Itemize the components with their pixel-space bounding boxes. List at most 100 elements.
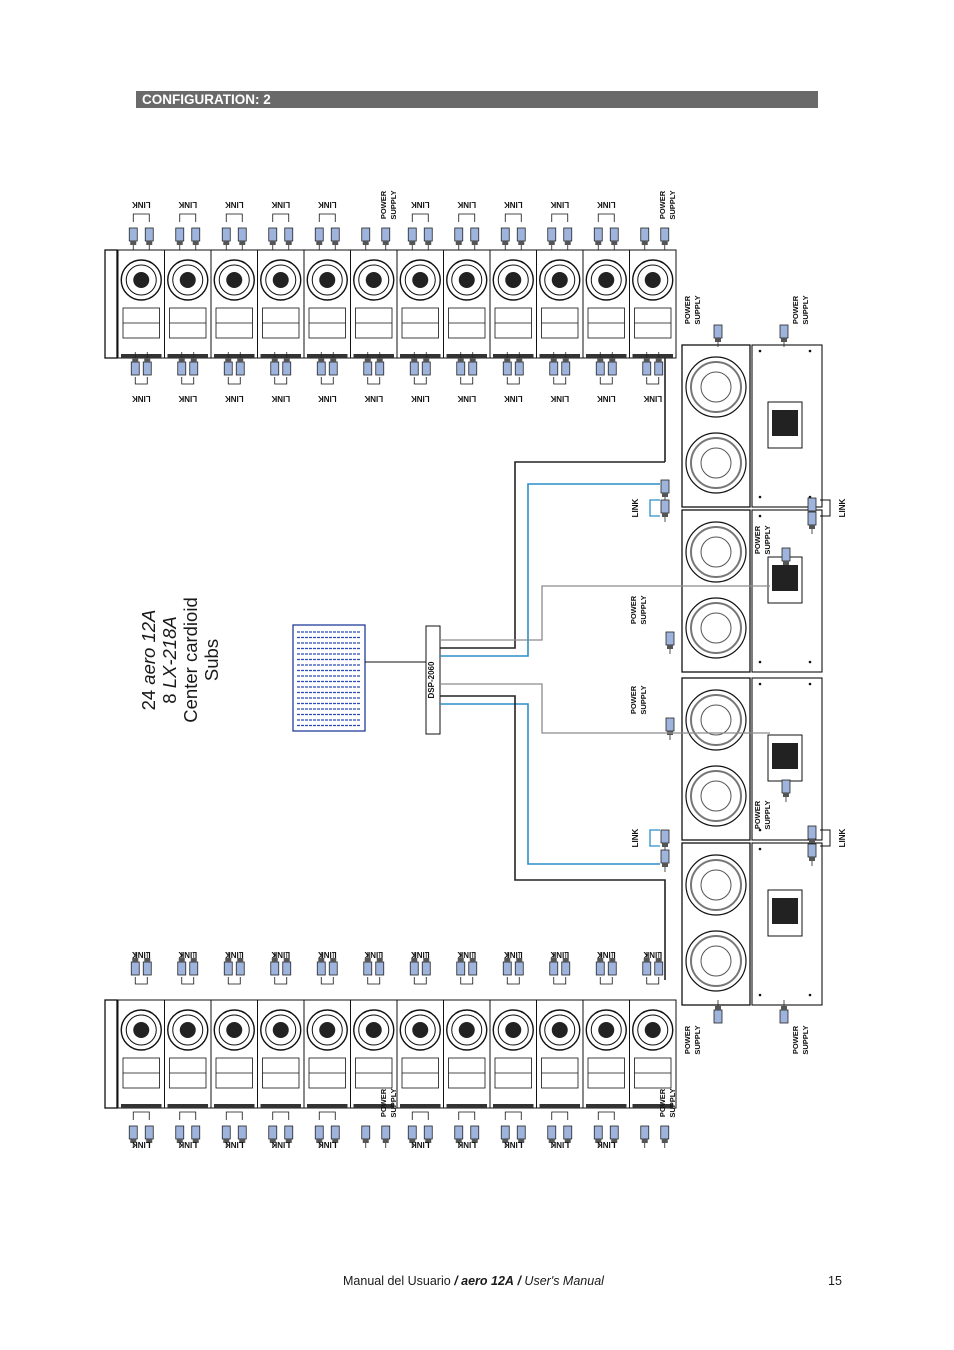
connector-body — [375, 961, 385, 976]
connector-tip — [809, 857, 815, 861]
xlr-connector — [607, 352, 617, 376]
link-jumper — [320, 377, 334, 385]
sub-link-jumper — [649, 499, 660, 517]
sub-handle-dot — [808, 349, 812, 353]
sub-woofer-surround — [690, 526, 742, 578]
connector-tip — [715, 338, 721, 342]
connector-body — [363, 961, 373, 976]
woofer-dustcap — [226, 1022, 243, 1038]
connector-body — [781, 779, 791, 794]
xlr-connector — [375, 352, 385, 376]
link-jumper — [551, 1111, 569, 1120]
connector-body — [409, 961, 419, 976]
link-jumper — [551, 213, 569, 222]
link-jumper — [227, 377, 241, 385]
sub-woofer-outer — [685, 521, 747, 583]
connector-tip — [364, 358, 371, 362]
connector-body — [454, 227, 464, 242]
connector-body — [268, 227, 278, 242]
caption-count-lx: 8 — [159, 693, 180, 704]
xlr-connector — [142, 352, 152, 376]
connector-body — [468, 361, 478, 376]
caption-subs: Subs — [201, 638, 222, 682]
power-label-line1: POWER — [683, 295, 692, 324]
connector-tip — [655, 958, 662, 962]
link-jumper — [272, 1111, 290, 1120]
connector-body — [423, 227, 433, 242]
sub-woofer-surround — [690, 859, 742, 911]
woofer-dustcap — [365, 1022, 382, 1038]
connector-tip — [223, 1139, 230, 1143]
aero12a-cabinet — [210, 999, 258, 1109]
connector-body — [642, 961, 652, 976]
connector-tip — [409, 1139, 416, 1143]
cabinet-foot — [167, 354, 208, 358]
aero12a-cabinet — [164, 999, 212, 1109]
woofer-dustcap — [179, 1022, 196, 1038]
woofer-cone — [497, 264, 529, 296]
sub-handle-dot — [758, 847, 762, 851]
xlr-connector — [409, 352, 419, 376]
aero12a-cabinet — [396, 999, 444, 1109]
sub-woofer-cone — [700, 371, 732, 403]
connector-body — [144, 227, 154, 242]
connector-tip — [564, 1139, 571, 1143]
connector-tip — [130, 241, 137, 245]
xlr-connector — [328, 952, 338, 976]
power-label-line2: SUPPLY — [639, 595, 648, 624]
sub-link-jumper — [820, 499, 831, 517]
xlr-connector — [175, 227, 185, 250]
connector-tip — [225, 958, 232, 962]
woofer-dustcap — [133, 1022, 150, 1038]
xlr-connector — [607, 952, 617, 976]
link-label: LINK — [411, 1140, 430, 1149]
cabinet-foot — [493, 1104, 534, 1108]
connector-body — [660, 849, 670, 864]
connector-tip — [409, 241, 416, 245]
connector-body — [221, 1125, 231, 1140]
cabinet-foot — [586, 1104, 627, 1108]
link-jumper — [181, 377, 195, 385]
connector-body — [502, 961, 512, 976]
power-label-line2: SUPPLY — [668, 1088, 677, 1117]
connector-body — [595, 361, 605, 376]
connector-body — [421, 961, 431, 976]
link-jumper — [272, 213, 290, 222]
connector-body — [547, 227, 557, 242]
aero12a-cabinet — [117, 999, 165, 1109]
sub-woofer-surround — [690, 694, 742, 746]
link-jumper — [506, 977, 520, 985]
woofer-cone — [637, 264, 669, 296]
aero12a-cabinet — [257, 249, 305, 359]
connector-body — [316, 361, 326, 376]
connector-body — [660, 1125, 670, 1140]
connector-tip — [518, 241, 525, 245]
xlr-connector — [381, 227, 391, 250]
connector-tip — [190, 958, 197, 962]
aero12a-cabinet — [257, 999, 305, 1109]
connector-body — [142, 961, 152, 976]
connector-body — [223, 961, 233, 976]
power-label-line2: SUPPLY — [389, 1088, 398, 1117]
connector-body — [547, 1125, 557, 1140]
aero12a-cabinet — [489, 999, 537, 1109]
connector-body — [516, 1125, 526, 1140]
xlr-connector — [284, 1125, 294, 1148]
xlr-connector — [516, 1125, 526, 1148]
link-jumper — [367, 377, 381, 385]
sub-woofer-cone — [700, 780, 732, 812]
link-label: LINK — [597, 1140, 616, 1149]
sub-handle-dot — [758, 682, 762, 686]
xlr-connector — [654, 352, 664, 376]
connector-tip — [376, 358, 383, 362]
flybar — [104, 249, 118, 359]
connector-body — [189, 961, 199, 976]
cabinet-foot — [307, 354, 348, 358]
xlr-connector — [328, 352, 338, 376]
connector-tip — [783, 793, 789, 797]
section-title: CONFIGURATION: 2 — [142, 92, 271, 107]
power-label-line2: SUPPLY — [763, 525, 772, 554]
xlr-connector — [191, 227, 201, 250]
